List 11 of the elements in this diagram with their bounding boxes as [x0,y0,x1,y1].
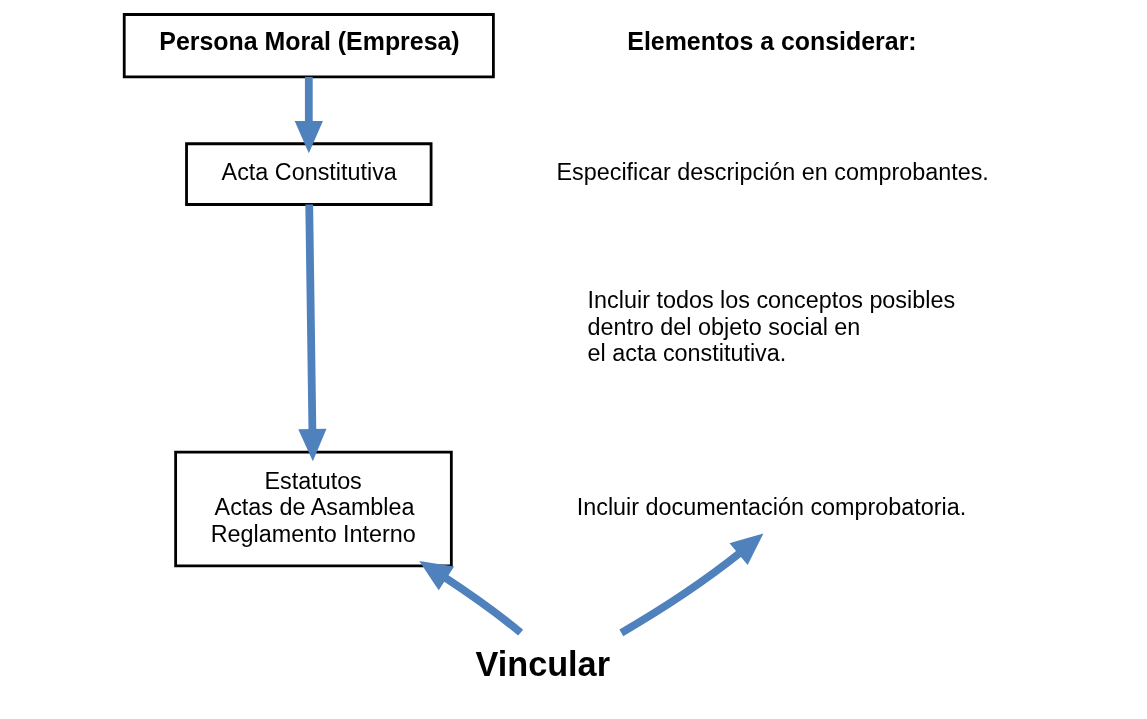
label: Elementos a considerar: [626,27,917,55]
arrow [294,76,323,154]
node-text: Incluir documentación comprobatoria. [576,494,966,521]
node-box: Estatutos Actas de Asamblea Reglamento Interno [173,450,453,568]
node-text: Especificar descripción en comprobantes. [555,159,989,186]
node-box: Acta Constitutiva [184,142,432,206]
node-text: Incluir todos los conceptos posibles dentro del objeto social en el acta constitutiva. [587,287,955,367]
arrow [618,533,763,637]
arrow [418,560,523,636]
node-text: Vincular [474,644,610,683]
node-box: Persona Moral (Empresa) [122,13,495,79]
